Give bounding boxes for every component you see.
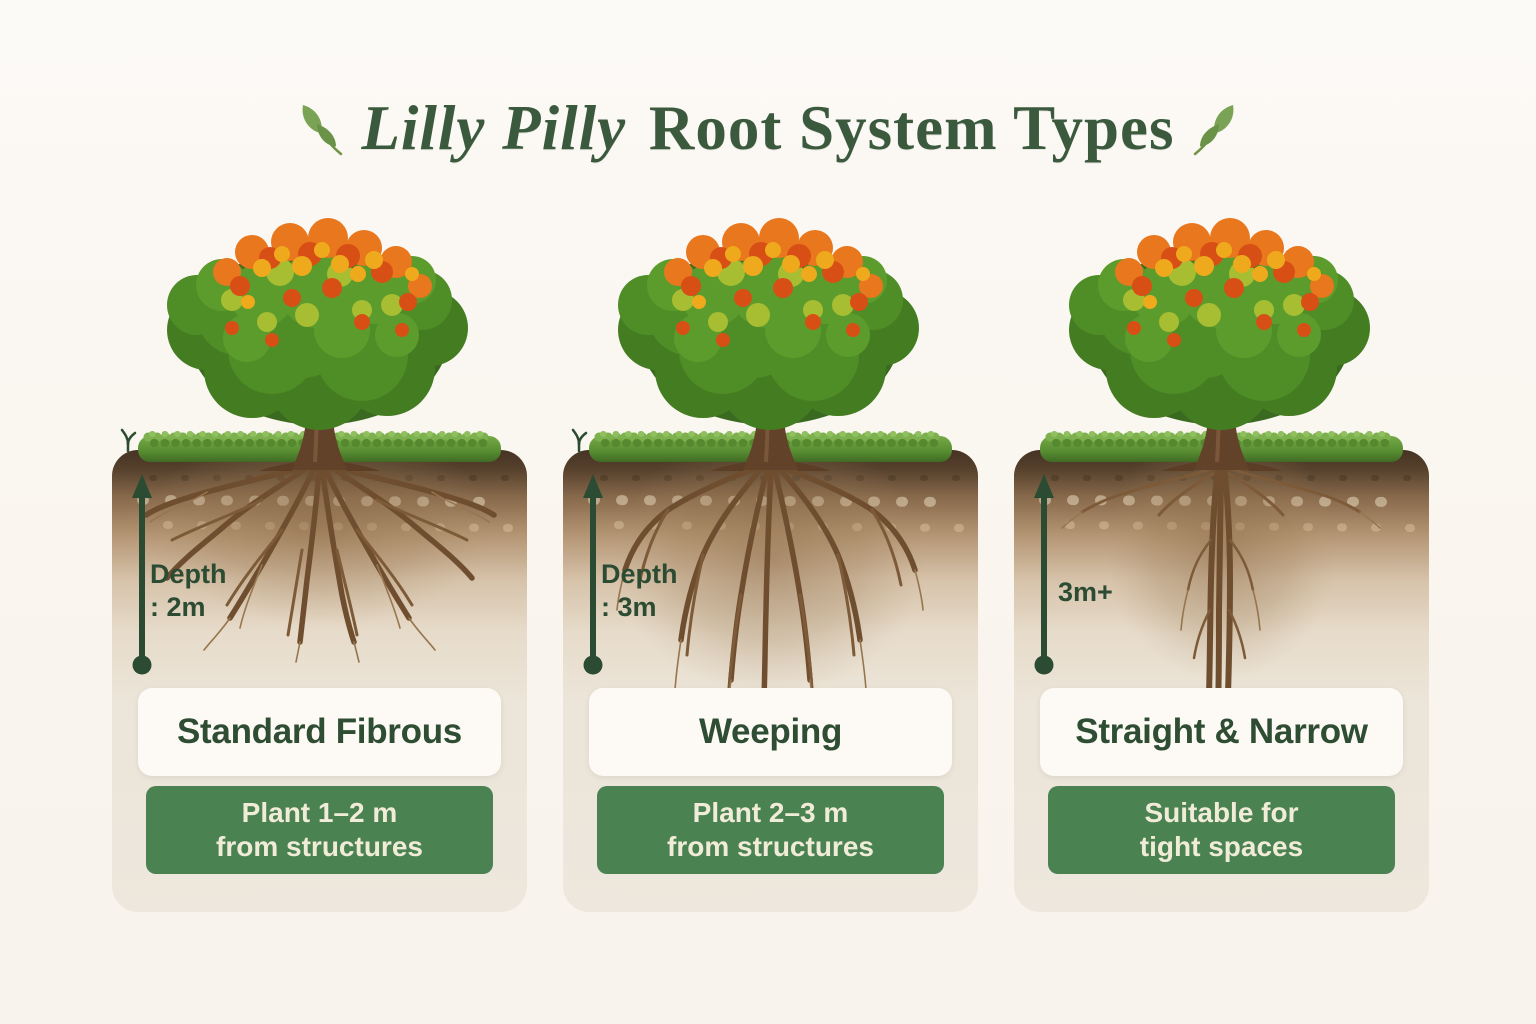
- lilly-pilly-tree: [1040, 218, 1403, 471]
- root-type-name: Straight & Narrow: [1075, 712, 1368, 751]
- leaf-sprig-left-icon: [301, 104, 343, 156]
- planting-advice-badge: Plant 1–2 m from structures: [146, 786, 493, 874]
- advice-line2: tight spaces: [1139, 831, 1304, 862]
- title-italic-part: Lilly Pilly: [361, 92, 627, 163]
- planting-advice-badge: Suitable for tight spaces: [1048, 786, 1395, 874]
- depth-label-line2: : 2m: [150, 591, 206, 622]
- sprout-icon: [571, 428, 588, 453]
- root-type-name: Weeping: [698, 712, 843, 751]
- advice-line2: from structures: [667, 831, 874, 862]
- advice-line2: from structures: [216, 831, 423, 862]
- root-soil-shading: [144, 425, 494, 625]
- lilly-pilly-tree: [589, 218, 952, 471]
- depth-label: Depth : 2m: [150, 558, 227, 624]
- planting-advice-badge: Plant 2–3 m from structures: [597, 786, 944, 874]
- depth-label: Depth : 3m: [601, 558, 678, 624]
- depth-label-line1: 3m+: [1058, 577, 1113, 607]
- page-title: Lilly Pilly Root System Types: [361, 92, 1174, 165]
- panel-standard-fibrous: Depth : 2m Standard Fibrous Plant 1–2 m …: [112, 210, 527, 912]
- leaf-sprig-right-icon: [1193, 104, 1235, 156]
- panel-straight-narrow: 3m+ Straight & Narrow Suitable for tight…: [1014, 210, 1429, 912]
- depth-label-line1: Depth: [601, 559, 678, 589]
- title-regular-part: Root System Types: [632, 92, 1175, 163]
- panel-weeping: Depth : 3m Weeping Plant 2–3 m from stru…: [563, 210, 978, 912]
- depth-label-line2: : 3m: [601, 591, 657, 622]
- root-system-weeping: [616, 459, 924, 731]
- advice-line1: Suitable for: [1144, 796, 1299, 828]
- sprout-icon: [120, 428, 137, 453]
- advice-line1: Plant 1–2 m: [241, 796, 398, 828]
- root-system-straight-narrow: [1061, 463, 1381, 729]
- depth-label: 3m+: [1058, 576, 1113, 609]
- title-row: Lilly Pilly Root System Types: [0, 78, 1536, 178]
- root-type-name-box: Standard Fibrous: [138, 688, 501, 776]
- root-type-name-box: Weeping: [589, 688, 952, 776]
- lilly-pilly-tree: [138, 218, 501, 471]
- root-type-name: Standard Fibrous: [177, 712, 462, 751]
- root-system-fibrous: [143, 459, 497, 663]
- root-type-name-box: Straight & Narrow: [1040, 688, 1403, 776]
- depth-label-line1: Depth: [150, 559, 227, 589]
- advice-line1: Plant 2–3 m: [692, 796, 849, 828]
